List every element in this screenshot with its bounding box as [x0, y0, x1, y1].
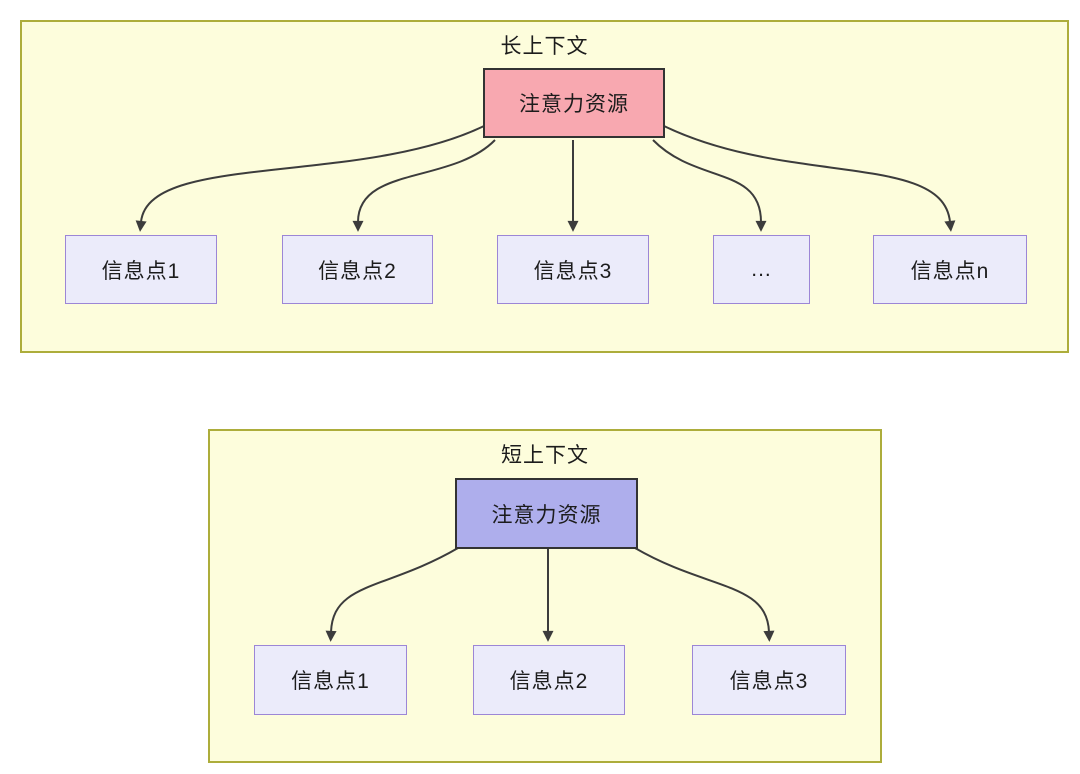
info-node-long-ellipsis: ... — [713, 235, 810, 304]
info-node-long-1: 信息点1 — [65, 235, 217, 304]
info-node-short-2: 信息点2 — [473, 645, 625, 715]
info-node-long-n: 信息点n — [873, 235, 1027, 304]
long-context-title: 长上下文 — [500, 35, 589, 58]
attention-resource-node-long: 注意力资源 — [483, 68, 665, 138]
info-node-long-3: 信息点3 — [497, 235, 649, 304]
attention-resource-node-short: 注意力资源 — [455, 478, 638, 549]
info-node-long-2: 信息点2 — [282, 235, 433, 304]
info-node-short-3: 信息点3 — [692, 645, 846, 715]
short-context-title: 短上下文 — [501, 444, 589, 467]
info-node-short-1: 信息点1 — [254, 645, 407, 715]
